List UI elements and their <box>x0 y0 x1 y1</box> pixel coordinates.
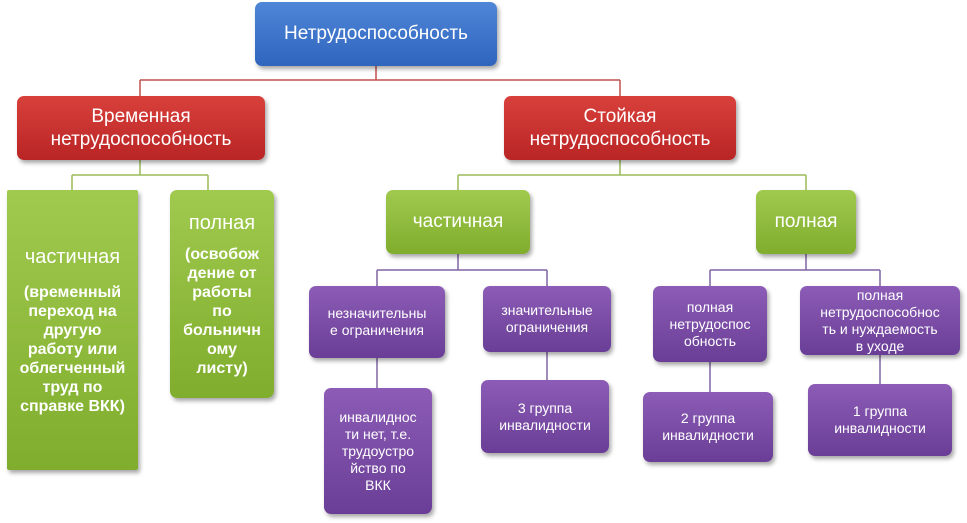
temporary-partial-title: частичная <box>24 246 121 268</box>
disability-group-2-node: 2 группа инвалидности <box>643 392 773 462</box>
temporary-full-detail: (освобож дение от работы по больничн ому… <box>183 246 261 377</box>
disability-group-3-node: 3 группа инвалидности <box>481 380 609 453</box>
connector-pers-full <box>709 254 881 286</box>
persistent-full-node: полная <box>756 190 856 254</box>
minor-limitations-node: незначительны е ограничения <box>309 286 445 358</box>
root-node: Нетрудоспособность <box>255 2 497 66</box>
connector-persistent <box>457 160 807 190</box>
connector-root <box>139 66 621 96</box>
temporary-partial-detail: (временный переход на другую работу или … <box>19 284 126 415</box>
full-inability-node: полная нетрудоспос обность <box>653 286 767 362</box>
temporary-incapacity-node: Временная нетрудоспособность <box>17 96 265 160</box>
full-inability-care-node: полная нетрудоспособнос ть и нуждаемость… <box>800 286 960 355</box>
significant-limitations-node: значительные ограничения <box>483 286 611 352</box>
temporary-full-title: полная <box>188 212 256 234</box>
no-disability-node: инвалиднос ти нет, т.е. трудоустро йство… <box>324 388 432 514</box>
connector-pers-partial <box>376 254 548 286</box>
temporary-full-node: полная (освобож дение от работы по больн… <box>170 190 274 398</box>
connector-temporary <box>71 160 209 190</box>
temporary-partial-node: частичная (временный переход на другую р… <box>7 190 138 470</box>
persistent-partial-node: частичная <box>386 190 530 254</box>
disability-group-1-node: 1 группа инвалидности <box>808 384 952 456</box>
persistent-incapacity-node: Стойкая нетрудоспособность <box>504 96 736 160</box>
